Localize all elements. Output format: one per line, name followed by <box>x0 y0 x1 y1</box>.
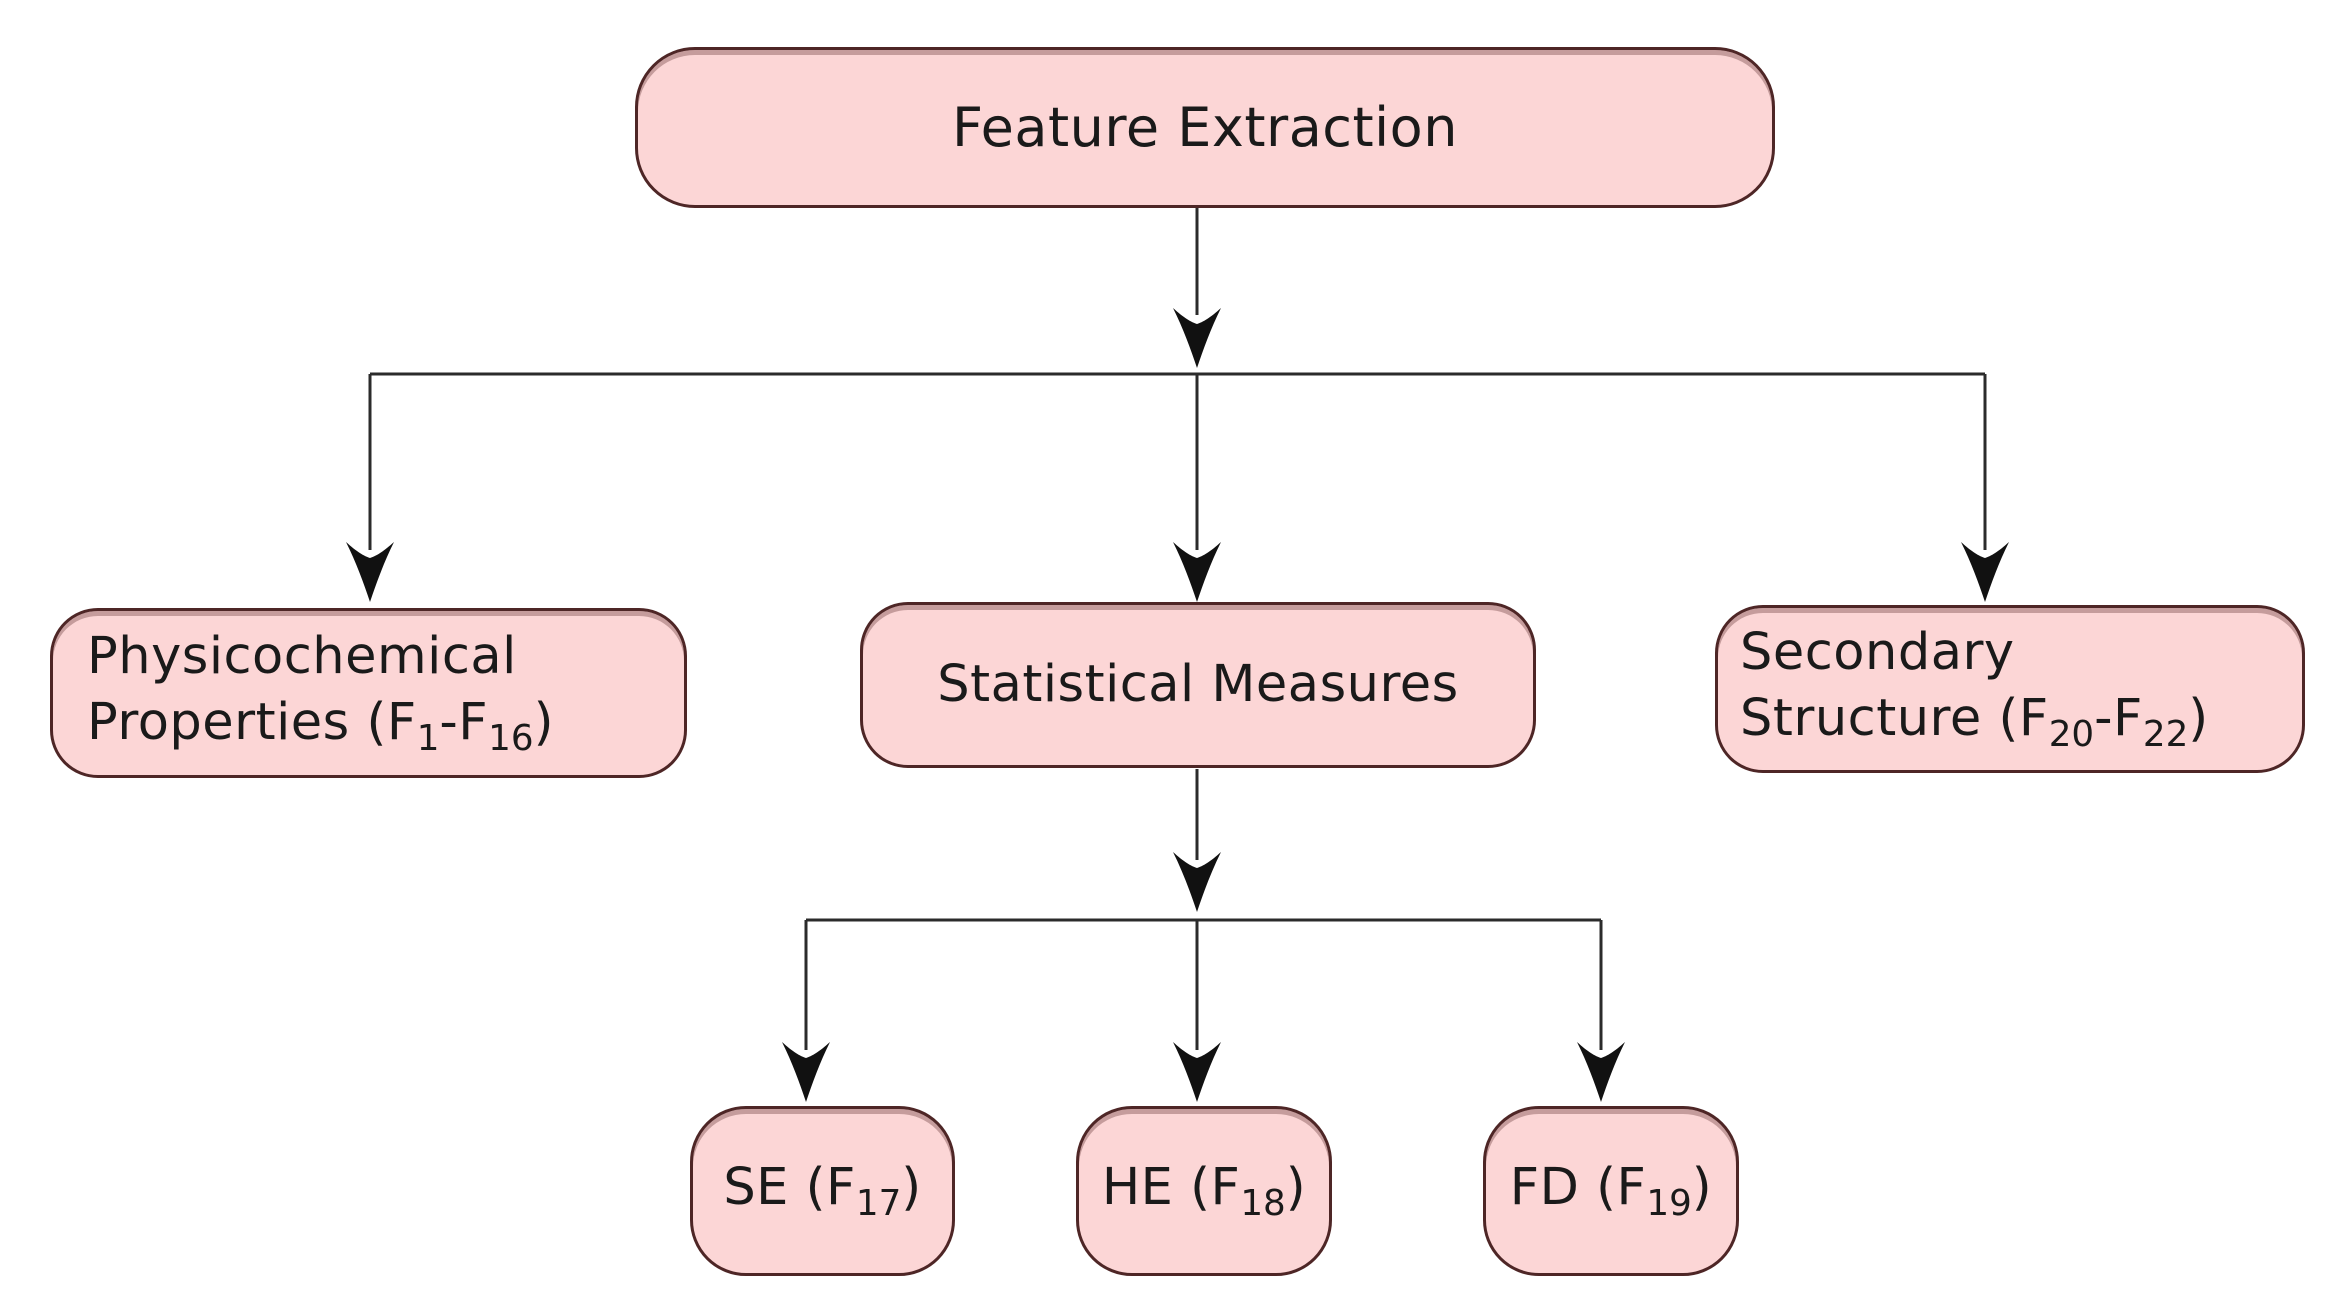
node-label-line1: Secondary <box>1740 623 2015 683</box>
node-feature-extraction: Feature Extraction <box>635 47 1775 208</box>
arrowhead-icon <box>1961 542 2009 602</box>
arrowhead-icon <box>1577 1042 1625 1102</box>
node-label-line2: Structure (F20-F22) <box>1740 688 2209 755</box>
node-fd: FD (F19) <box>1483 1106 1739 1276</box>
node-statistical-measures: Statistical Measures <box>860 602 1536 768</box>
node-label-line1: Physicochemical <box>87 627 517 687</box>
node-physicochemical-properties: Physicochemical Properties (F1-F16) <box>50 608 687 778</box>
arrowhead-icon <box>346 542 394 602</box>
arrowhead-icon <box>1173 308 1221 368</box>
arrowhead-icon <box>782 1042 830 1102</box>
arrowhead-icon <box>1173 542 1221 602</box>
node-label: Statistical Measures <box>937 655 1459 715</box>
node-label: HE (F18) <box>1101 1158 1307 1225</box>
node-label: FD (F19) <box>1509 1158 1713 1225</box>
arrowhead-icon <box>1173 852 1221 912</box>
node-se: SE (F17) <box>690 1106 955 1276</box>
node-he: HE (F18) <box>1076 1106 1332 1276</box>
node-label-line2: Properties (F1-F16) <box>87 692 554 759</box>
node-label: SE (F17) <box>723 1158 922 1225</box>
node-secondary-structure: Secondary Structure (F20-F22) <box>1715 605 2305 773</box>
node-label: Feature Extraction <box>952 95 1458 159</box>
arrowhead-icon <box>1173 1042 1221 1102</box>
